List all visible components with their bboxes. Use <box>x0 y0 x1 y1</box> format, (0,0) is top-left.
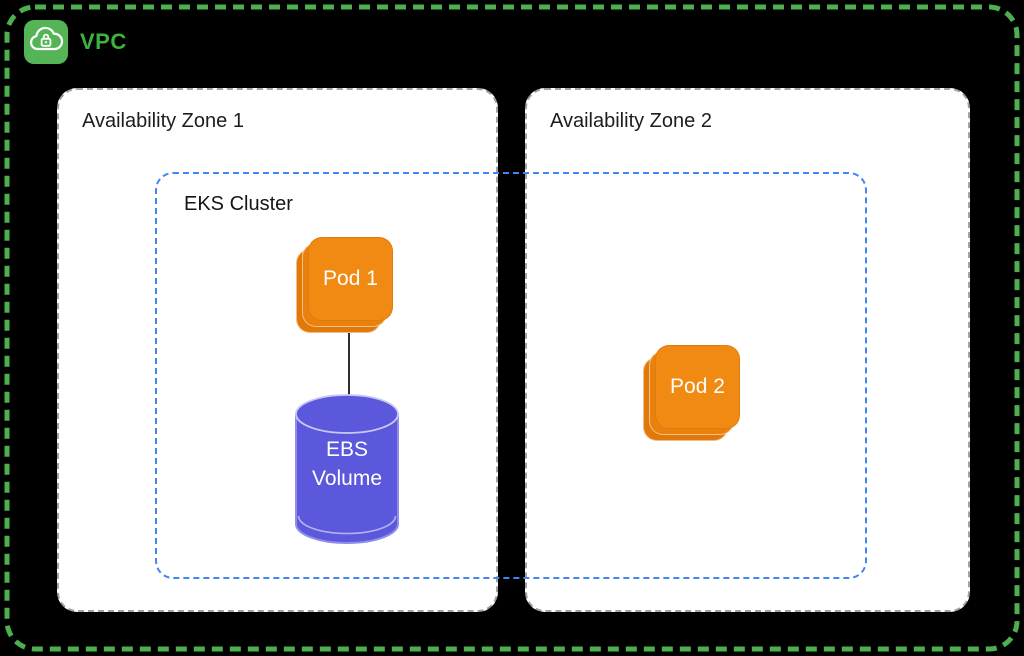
pod1-label: Pod 1 <box>323 267 378 290</box>
ebs-volume-label: EBS Volume <box>294 435 400 493</box>
vpc-cloud-lock-icon <box>24 20 68 64</box>
ebs-label-line2: Volume <box>311 467 383 490</box>
availability-zone-1: Availability Zone 1 <box>57 88 498 612</box>
pod2-stack-front: Pod 2 <box>655 345 740 429</box>
pod1-stack-front: Pod 1 <box>308 237 393 321</box>
ebs-volume-node: EBS Volume <box>294 393 400 545</box>
pod1-node: Pod 1 <box>296 237 393 334</box>
availability-zone-2: Availability Zone 2 <box>525 88 970 612</box>
eks-cluster-label: EKS Cluster <box>184 193 293 215</box>
pod2-node: Pod 2 <box>643 345 740 442</box>
az1-label: Availability Zone 1 <box>82 110 244 132</box>
vpc-label: VPC <box>80 29 127 54</box>
ebs-cylinder-icon <box>295 394 399 544</box>
pod1-ebs-connector <box>348 321 350 395</box>
az2-label: Availability Zone 2 <box>550 110 712 132</box>
pod2-label: Pod 2 <box>670 375 725 398</box>
eks-cluster-boundary: EKS Cluster <box>155 172 867 579</box>
ebs-label-line1: EBS <box>325 438 369 461</box>
vpc-header: VPC <box>24 20 127 64</box>
